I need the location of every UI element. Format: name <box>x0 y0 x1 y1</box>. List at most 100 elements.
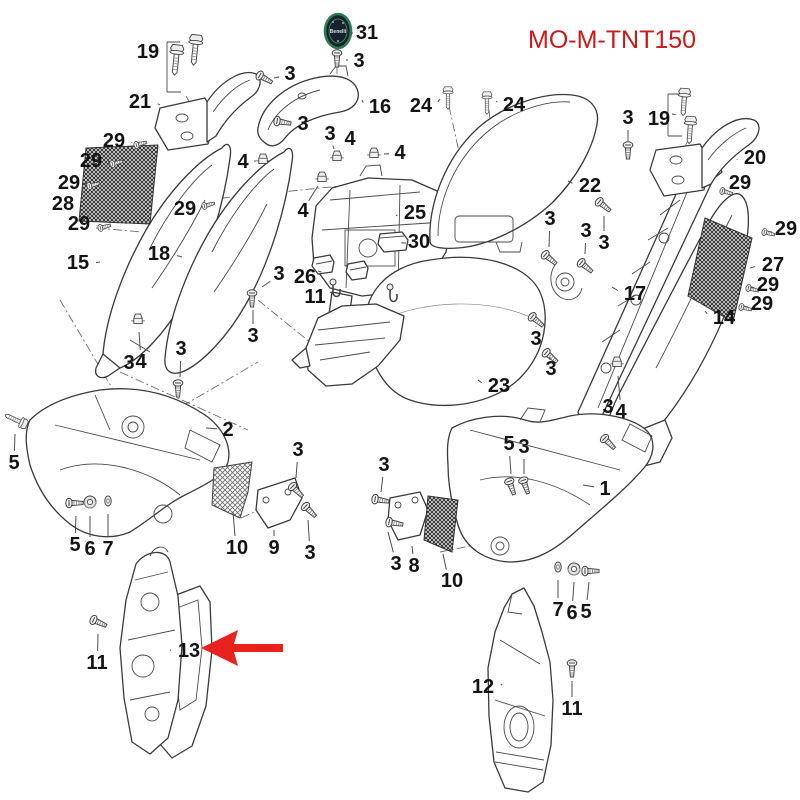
part-callout-27: 27 <box>762 254 784 276</box>
grommet-icon <box>83 495 97 509</box>
label-bracket-19-left <box>166 41 181 93</box>
side-panel-left-15-part <box>94 143 232 379</box>
part-callout-29: 29 <box>103 130 125 152</box>
screw-icon <box>566 659 578 678</box>
callout-leader-line <box>387 531 394 553</box>
bolt-icon <box>185 33 205 67</box>
callout-leader-line <box>548 230 551 248</box>
grab-handle-right-part <box>649 118 760 197</box>
part-callout-9: 9 <box>268 537 279 559</box>
red-arrow <box>201 630 283 666</box>
lower-panel-12-part <box>487 587 554 793</box>
part-callout-4: 4 <box>237 151 249 173</box>
screw-icon <box>575 256 596 276</box>
part-callout-10: 10 <box>441 570 463 592</box>
part-callout-3: 3 <box>284 63 295 85</box>
mesh-grille-27-part <box>687 217 753 323</box>
part-callout-22: 22 <box>579 175 601 197</box>
part-callout-25: 25 <box>404 202 426 224</box>
part-callout-3: 3 <box>292 439 303 461</box>
part-callout-5: 5 <box>69 534 80 556</box>
screw-icon <box>622 141 634 160</box>
part-callout-18: 18 <box>148 243 170 265</box>
part-callout-1: 1 <box>599 478 610 500</box>
part-callout-3: 3 <box>602 396 613 418</box>
part-callout-7: 7 <box>552 599 563 621</box>
part-callout-4: 4 <box>135 351 147 373</box>
callout-leader-line <box>395 214 398 217</box>
heel-guard-13-part <box>119 546 213 759</box>
side-panel-left-18-part <box>164 147 294 374</box>
clip-icon <box>314 171 330 182</box>
callout-leader-line <box>361 99 364 103</box>
screw-icon <box>299 500 320 521</box>
part-callout-28: 28 <box>52 193 74 215</box>
callout-leader-line <box>584 242 587 255</box>
callout-leader-line <box>704 310 708 315</box>
part-callout-3: 3 <box>297 113 308 135</box>
callout-leader-line <box>582 484 595 488</box>
callout-leader-line <box>232 511 236 537</box>
grab-handle-left-part <box>154 72 261 151</box>
screw-icon <box>593 195 614 215</box>
mesh-cone-10-left-part <box>211 461 253 519</box>
callout-leader-line <box>138 331 141 351</box>
callout-leader-line <box>380 476 384 493</box>
callout-leader-line <box>308 185 319 201</box>
reflector-30-part <box>377 231 409 253</box>
part-callout-3: 3 <box>123 352 134 374</box>
washer-icon <box>104 495 112 507</box>
part-callout-6: 6 <box>566 602 577 624</box>
part-callout-13: 13 <box>178 640 200 662</box>
part-callout-3: 3 <box>324 123 335 145</box>
screw-icon <box>760 227 776 239</box>
part-callout-4: 4 <box>344 128 356 150</box>
clip-icon <box>329 150 345 161</box>
part-callout-30: 30 <box>408 231 430 253</box>
part-callout-24: 24 <box>503 94 526 116</box>
part-callout-11: 11 <box>86 652 107 674</box>
model-code-text: MO-M-TNT150 <box>528 26 697 54</box>
callout-leader-line <box>295 461 298 479</box>
part-callout-10: 10 <box>226 537 248 559</box>
part-callout-7: 7 <box>102 538 113 560</box>
screw-icon <box>331 49 343 68</box>
callout-leader-line <box>442 553 447 570</box>
part-callout-3: 3 <box>273 263 284 285</box>
part-callout-29: 29 <box>729 172 751 194</box>
part-callout-5: 5 <box>503 433 514 455</box>
callout-leader-line <box>496 100 498 103</box>
part-callout-26: 26 <box>294 266 316 288</box>
callout-leader-line <box>332 145 335 150</box>
part-callout-8: 8 <box>408 555 419 577</box>
callout-leader-line <box>205 427 218 430</box>
part-callout-3: 3 <box>247 325 258 347</box>
part-callout-2: 2 <box>222 419 233 441</box>
part-callout-11: 11 <box>304 286 325 308</box>
bolt-icon <box>442 86 454 110</box>
part-callout-5: 5 <box>8 452 19 474</box>
screw-icon <box>88 613 109 631</box>
part-callout-3: 3 <box>175 338 186 360</box>
part-callout-21: 21 <box>129 91 151 113</box>
part-callout-14: 14 <box>713 307 736 329</box>
callout-leader-line <box>617 375 621 401</box>
callout-leader-line <box>586 581 590 601</box>
belly-pan-left-2-part <box>25 388 230 538</box>
part-callout-3: 3 <box>518 436 529 458</box>
part-callout-3: 3 <box>544 208 555 230</box>
callout-leader-line <box>411 545 414 555</box>
callout-leader-line <box>273 76 280 79</box>
callout-leader-line <box>176 255 183 258</box>
callout-leader-line <box>157 103 161 106</box>
screw-icon <box>370 493 391 507</box>
belly-pan-right-1-part <box>446 407 654 563</box>
part-callout-3: 3 <box>545 358 556 380</box>
part-callout-4: 4 <box>615 401 627 423</box>
part-callout-3: 3 <box>353 50 364 72</box>
part-callout-3: 3 <box>580 220 591 242</box>
callout-leader-line <box>611 286 619 291</box>
part-callout-19: 19 <box>137 41 159 63</box>
